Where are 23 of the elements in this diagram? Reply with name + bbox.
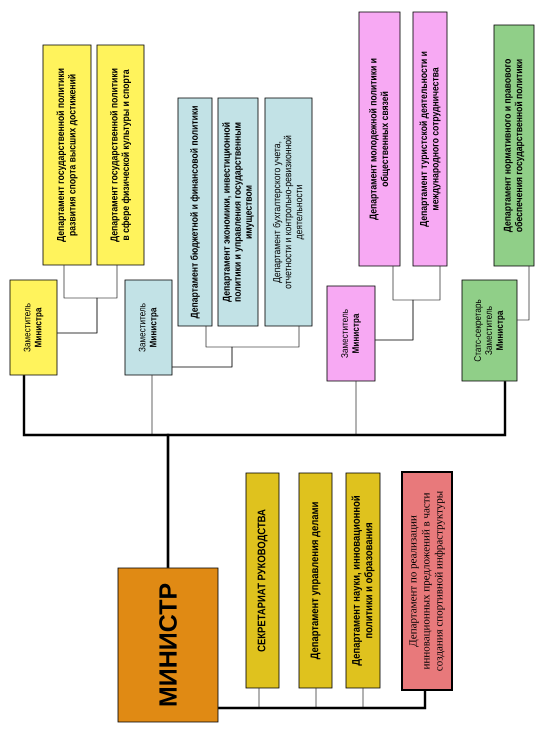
deputy-box: Заместитель Министра — [124, 280, 172, 376]
department-box: Департамент экономики, инвестиционной политики и управления государственным имуществом — [218, 98, 258, 326]
connector-line — [375, 266, 440, 340]
connector-line — [172, 326, 300, 368]
department-box: Департамент нормативного и правового обеспечения государственной политики — [494, 24, 534, 266]
department-box: Департамент молодежной политики и общественных связей — [358, 12, 400, 266]
department-box: СЕКРЕТАРИАТ РУКОВОДСТВА — [246, 472, 280, 688]
department-box: Департамент науки, инновационной политики и образования — [346, 472, 380, 688]
department-box: Департамент по реализации инновационных предложений в части создания спортивной инфраструктуры — [401, 471, 453, 691]
connector-line — [517, 266, 530, 320]
department-box: Департамент управления делами — [298, 472, 332, 688]
department-box: Департамент государственной политики в сфере физической культуры и спорта — [96, 44, 144, 266]
deputy-box: Заместитель Министра — [326, 286, 376, 382]
department-box: Департамент туристской деятельности и международного сотрудничества — [412, 12, 448, 266]
connector-line — [57, 265, 118, 334]
department-box: Департамент бухгалтерского учета, отчетности и контрольно-ревизионной деятельности — [264, 98, 312, 326]
deputy-box: Заместитель Министра — [10, 280, 58, 376]
connector-line — [166, 381, 506, 568]
department-box: Департамент государственной политики развития спорта высших достижений — [42, 44, 92, 266]
minister-box: МИНИСТР — [118, 568, 218, 722]
department-box: Департамент бюджетной и финансовой политики — [178, 98, 212, 326]
connector-line — [218, 691, 426, 710]
deputy-box: Статс-секретарь Заместитель Министра — [462, 280, 518, 382]
